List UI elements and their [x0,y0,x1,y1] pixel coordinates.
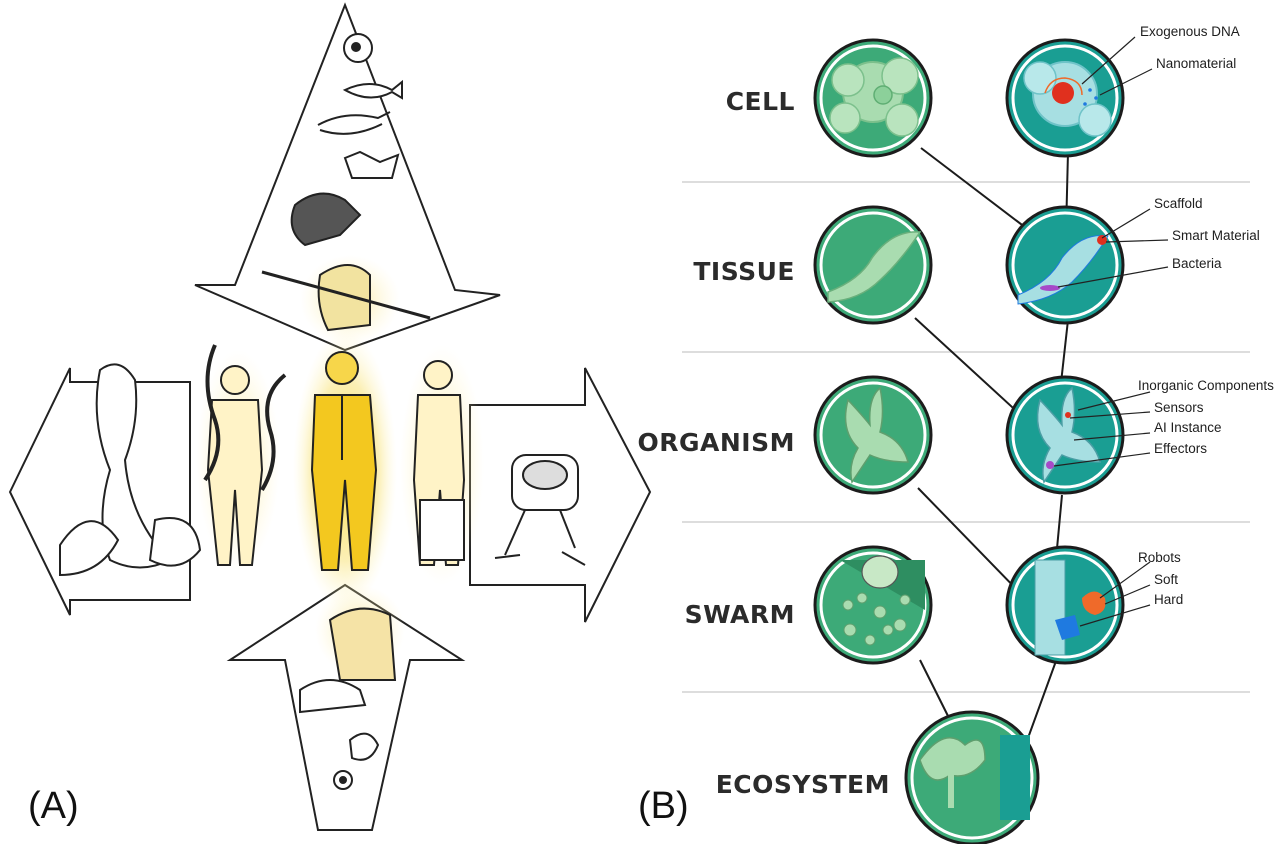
amphibian-icon [317,111,391,135]
row-dividers [682,181,1250,693]
panel-b-tag: (B) [638,785,689,827]
panel-a-tag: (A) [28,785,79,827]
natural-column [813,38,933,665]
level-label-cell: CELL [725,87,795,116]
panel-a-illustration [8,0,652,831]
callout-bacteria: Bacteria [1172,256,1222,271]
alien-creature [59,363,202,577]
prosthetic-leg-icon [419,499,465,561]
caveman-icon [317,264,371,332]
mammal-icon [343,150,400,179]
baby-icon [299,679,367,714]
hive-icon [861,555,899,589]
left-human-with-snakes [203,344,287,566]
ecosystem-circle [904,710,1040,844]
fish-icon [342,79,403,100]
callout-exogenous-dna: Exogenous DNA [1140,24,1240,39]
level-label-ecosystem: ECOSYSTEM [715,770,890,799]
snake-icon [203,344,221,482]
cell-natural-circle [813,38,933,158]
spear-icon [261,270,431,320]
level-label-organism: ORGANISM [637,428,795,457]
robot-brain [494,454,586,566]
callout-ai-instance: AI Instance [1154,420,1222,435]
soft-robot-icon [1082,591,1106,615]
tissue-natural-circle [813,205,933,325]
development-sequence [299,607,397,790]
cell-engineered-circle [1005,38,1125,158]
panel-b-diagram [682,36,1250,844]
callout-inorganic-components: Inorganic Components [1138,378,1274,393]
embryo-icon [348,732,380,761]
brain-icon [522,460,568,490]
tissue-engineered-circle [1005,205,1125,325]
organism-engineered-circle [1005,375,1125,495]
snake-icon-2 [260,373,287,492]
organism-natural-circle [813,375,933,495]
elderly-human-icon [328,607,397,681]
arrow-up [195,0,500,355]
swarm-engineered-circle [1005,545,1125,665]
primate-icon [290,192,362,247]
swarm-natural-circle [813,545,933,665]
callout-sensors: Sensors [1154,400,1204,415]
callout-leaders [1053,36,1169,627]
callout-scaffold: Scaffold [1154,196,1203,211]
left-arrow-outline [8,367,191,616]
bottom-arrow-outline [226,583,466,831]
tentacle-icon [59,520,120,577]
level-label-swarm: SWARM [684,600,795,629]
callout-robots: Robots [1138,550,1181,565]
callout-nanomaterial: Nanomaterial [1156,56,1237,71]
central-human [310,351,378,571]
hard-robot-icon [1055,615,1080,640]
callout-hard: Hard [1154,592,1184,607]
right-human-cyborg [412,360,466,566]
callout-soft: Soft [1154,572,1179,587]
callout-smart-material: Smart Material [1172,228,1260,243]
tree-icon [919,736,986,781]
callout-effectors: Effectors [1154,441,1208,456]
evolution-sequence [261,33,431,332]
level-label-tissue: TISSUE [693,257,795,286]
